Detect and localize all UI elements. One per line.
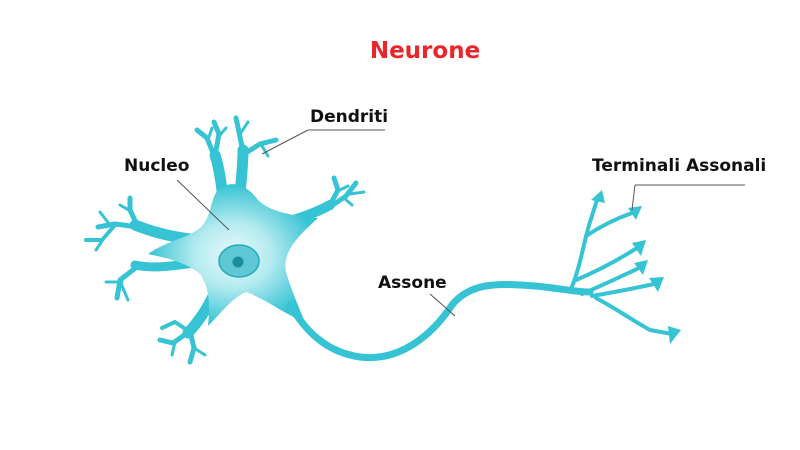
leader-dendrites bbox=[261, 129, 309, 155]
nucleolus bbox=[232, 256, 244, 268]
label-dendrites: Dendriti bbox=[310, 107, 388, 127]
label-axon-terminals: Terminali Assonali bbox=[592, 156, 766, 176]
axon bbox=[286, 280, 594, 362]
label-axon: Assone bbox=[378, 273, 447, 293]
diagram-title: Neurone bbox=[370, 38, 480, 64]
terminal-bulbs bbox=[591, 190, 681, 344]
label-nucleus: Nucleo bbox=[124, 156, 189, 176]
leader-axon bbox=[429, 293, 456, 317]
leader-nucleus bbox=[176, 179, 230, 231]
leader-axon-terminals bbox=[631, 184, 636, 211]
nucleus bbox=[218, 244, 260, 278]
axon-terminals bbox=[568, 198, 674, 336]
